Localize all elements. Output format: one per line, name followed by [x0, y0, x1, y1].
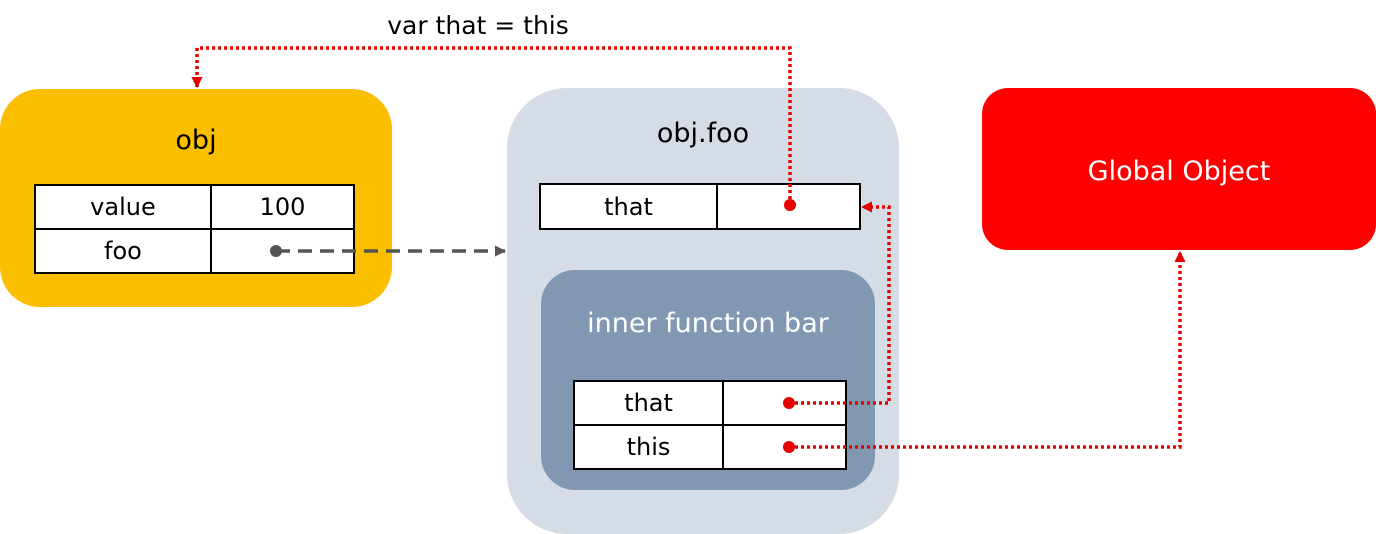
obj-title: obj — [175, 125, 217, 156]
bar-that-to-foo-that-arrow — [783, 201, 891, 409]
obj-key-foo: foo — [34, 228, 212, 274]
obj-foo-title: obj.foo — [656, 118, 750, 149]
foo-pointer-arrow — [270, 245, 507, 257]
global-object-title: Global Object — [1087, 156, 1271, 187]
global-object-box — [982, 88, 1376, 250]
bar-this-to-global-arrow — [783, 250, 1186, 453]
table-row: this — [572, 424, 847, 470]
var-that-caption: var that = this — [387, 11, 569, 40]
table-row: foo — [34, 228, 356, 274]
bar-key-this: this — [572, 424, 725, 470]
obj-key-value: value — [34, 184, 212, 230]
obj-foo-table: that — [538, 183, 861, 230]
foo-key-that: that — [538, 183, 719, 230]
bar-key-that: that — [572, 380, 725, 426]
table-row: value 100 — [34, 184, 356, 230]
that-to-obj-arrow — [191, 46, 796, 211]
obj-val-value: 100 — [209, 184, 356, 230]
inner-function-bar-title: inner function bar — [587, 308, 829, 339]
obj-table: value 100 foo — [34, 184, 356, 274]
